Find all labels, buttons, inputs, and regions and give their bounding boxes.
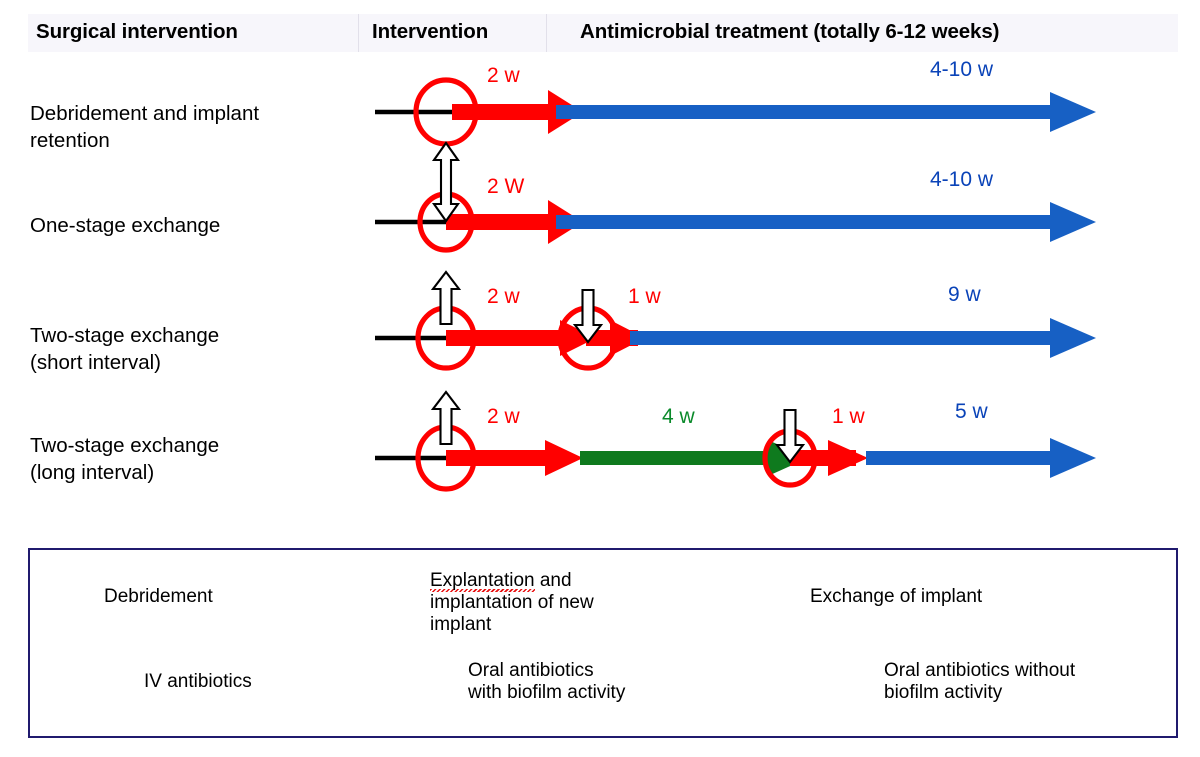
- row-2-duration-iv: 2 W: [487, 175, 525, 198]
- row-4-oral-nonbiofilm-bar: [580, 451, 785, 465]
- row-4-iv-arrowhead-2: [828, 440, 868, 476]
- row-4-oral-arrowhead: [1050, 438, 1096, 478]
- row-label-one-stage-exchange: One-stage exchange: [30, 214, 221, 237]
- row-3-explantation-up-arrow: [431, 270, 461, 326]
- column-header-antimicrobial-treatment: Antimicrobial treatment (totally 6-12 we…: [580, 20, 1000, 43]
- row-4-duration-iv-2: 1 w: [832, 405, 865, 428]
- row-4-duration-iv-1: 2 w: [487, 405, 520, 428]
- row-label-debridement-retention: Debridement and implant retention: [30, 102, 260, 153]
- row-2-timeline: [375, 141, 1096, 253]
- row-3-duration-iv-1: 2 w: [487, 285, 520, 308]
- row-2-oral-arrowhead: [1050, 202, 1096, 242]
- legend-explantation-word: Explantation: [430, 570, 535, 592]
- row-3-iv-arrowhead-2: [610, 320, 645, 356]
- row-1-iv-bar: [452, 104, 558, 120]
- row-3-duration-oral: 9 w: [948, 283, 981, 306]
- column-header-intervention: Intervention: [372, 20, 489, 43]
- row-1-duration-iv: 2 w: [487, 64, 520, 87]
- row-2-iv-bar: [446, 214, 558, 230]
- row-label-two-stage-short: Two-stage exchange (short interval): [30, 324, 220, 375]
- row-1-timeline: [375, 77, 1096, 147]
- row-4-iv-bar-1: [446, 450, 556, 466]
- row-4-duration-oral: 5 w: [955, 400, 988, 423]
- row-3-timeline: [375, 270, 1096, 371]
- legend-label-oral-biofilm: Oral antibiotics with biofilm activity: [468, 660, 626, 704]
- legend-label-exchange-of-implant: Exchange of implant: [810, 586, 983, 607]
- row-3-oral-arrowhead: [1050, 318, 1096, 358]
- row-1-oral-arrowhead: [1050, 92, 1096, 132]
- legend-label-explantation-implantation: Explantation and implantation of new imp…: [430, 570, 594, 636]
- row-2-duration-oral: 4-10 w: [930, 168, 994, 191]
- row-1-duration-oral: 4-10 w: [930, 58, 994, 81]
- row-2-oral-bar: [556, 215, 1066, 229]
- row-4-explantation-up-arrow: [431, 390, 461, 446]
- row-4-iv-arrowhead-1: [545, 440, 583, 476]
- header-divider-2: [546, 14, 547, 52]
- row-4-duration-oral-nonbiofilm: 4 w: [662, 405, 695, 428]
- header-divider-1: [358, 14, 359, 52]
- legend-explantation-rest: and implantation of new implant: [430, 570, 594, 636]
- row-3-iv-bar-1: [446, 330, 576, 346]
- row-4-timeline: [375, 390, 1096, 492]
- header-band: [28, 14, 1178, 52]
- column-header-surgical-intervention: Surgical intervention: [36, 20, 238, 43]
- row-1-oral-bar: [556, 105, 1066, 119]
- row-3-iv-arrowhead-1: [560, 320, 596, 356]
- row-3-oral-bar: [630, 331, 1066, 345]
- row-3-duration-iv-2: 1 w: [628, 285, 661, 308]
- row-2-exchange-of-implant-arrow: [432, 141, 460, 223]
- legend-label-iv-antibiotics: IV antibiotics: [144, 671, 252, 692]
- legend-box: [28, 548, 1178, 738]
- legend-label-debridement: Debridement: [104, 586, 213, 607]
- legend-label-oral-nonbiofilm: Oral antibiotics without biofilm activit…: [884, 660, 1076, 704]
- row-label-two-stage-long: Two-stage exchange (long interval): [30, 434, 220, 485]
- row-4-oral-bar: [866, 451, 1066, 465]
